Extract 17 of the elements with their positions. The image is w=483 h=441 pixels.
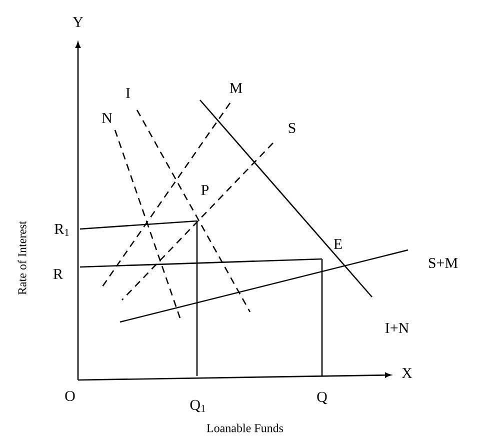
point-label: Y: [72, 17, 84, 27]
axis-title: Loanable Funds: [206, 424, 284, 432]
point-label: X: [402, 368, 412, 378]
point-label: Q: [317, 392, 328, 404]
point-label: M: [230, 83, 242, 93]
point-label: I: [126, 88, 130, 98]
point-label: S+M: [428, 258, 458, 268]
point-label: I+N: [385, 323, 409, 333]
point-label: O: [65, 390, 75, 402]
axis-title: Rate of Interest: [18, 221, 26, 295]
point-label: P: [201, 185, 209, 195]
point-label: S: [288, 122, 296, 134]
point-label: N: [102, 113, 112, 123]
point-label: R: [53, 269, 63, 279]
point-label: Q$_{1}$: [190, 400, 206, 412]
point-label: R$_{1}$: [54, 224, 69, 236]
point-label: E: [334, 239, 342, 249]
